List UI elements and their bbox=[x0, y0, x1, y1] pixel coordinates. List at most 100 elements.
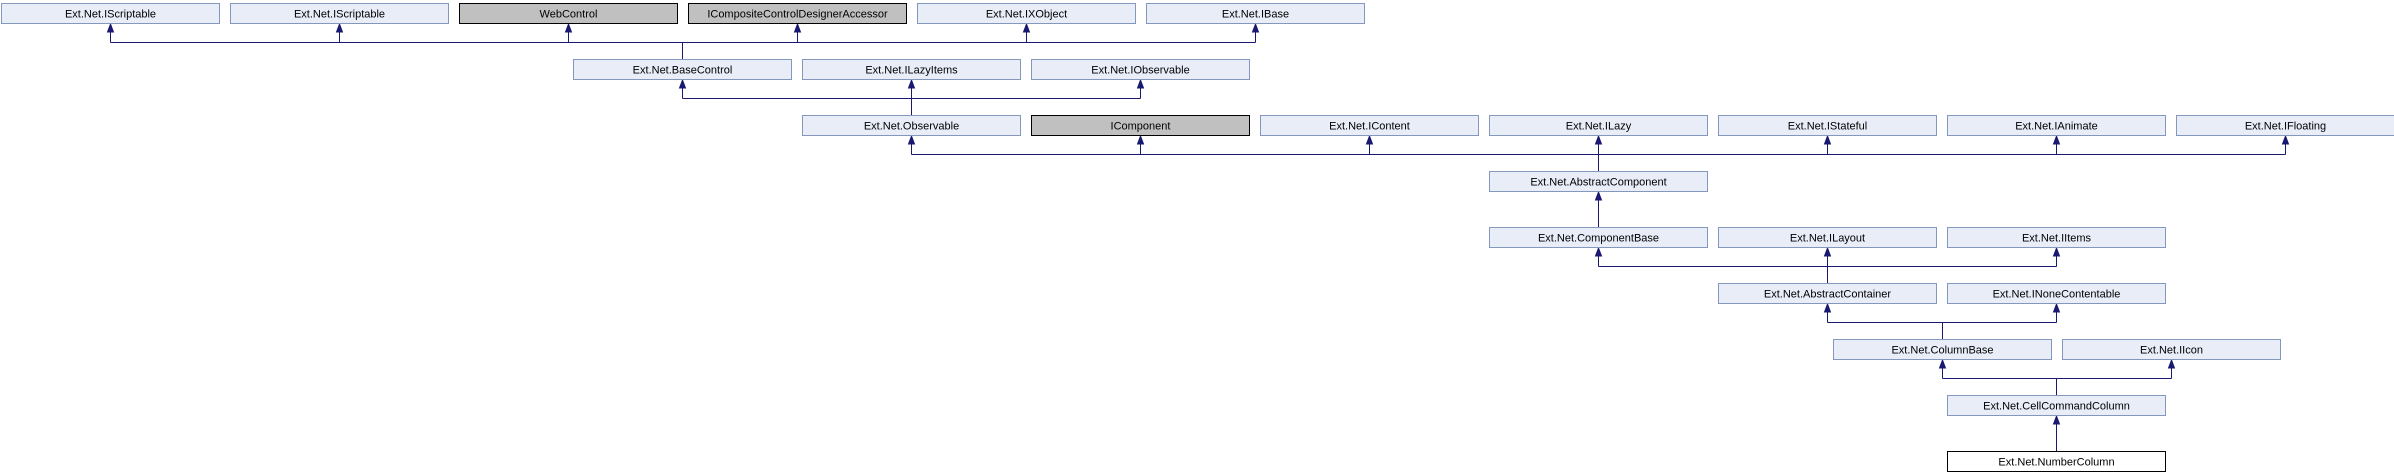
class-node-cellcommandcolumn[interactable]: Ext.Net.CellCommandColumn bbox=[1947, 395, 2166, 416]
class-node-ianimate[interactable]: Ext.Net.IAnimate bbox=[1947, 115, 2166, 136]
class-node-inonecontentable[interactable]: Ext.Net.INoneContentable bbox=[1947, 283, 2166, 304]
class-node-ilazyitems[interactable]: Ext.Net.ILazyItems bbox=[802, 59, 1021, 80]
class-node-numbercolumn[interactable]: Ext.Net.NumberColumn bbox=[1947, 451, 2166, 472]
edge-arrowhead bbox=[1594, 190, 1603, 201]
class-node-box bbox=[573, 59, 792, 80]
class-node-iicon[interactable]: Ext.Net.IIcon bbox=[2062, 339, 2281, 360]
edge-arrowhead bbox=[1594, 134, 1603, 145]
class-node-label: Ext.Net.IFloating bbox=[2245, 121, 2326, 133]
class-node-ilayout[interactable]: Ext.Net.ILayout bbox=[1718, 227, 1937, 248]
edge-arrowhead bbox=[2281, 134, 2290, 145]
edge-arrowhead bbox=[1594, 246, 1603, 257]
class-node-box bbox=[230, 3, 449, 24]
class-node-label: Ext.Net.IItems bbox=[2022, 233, 2092, 245]
class-node-label: Ext.Net.IScriptable bbox=[65, 9, 156, 21]
edge-arrowhead bbox=[907, 78, 916, 89]
class-node-label: Ext.Net.ILayout bbox=[1790, 233, 1865, 245]
class-node-label: Ext.Net.IBase bbox=[1222, 9, 1289, 21]
class-node-label: Ext.Net.IScriptable bbox=[294, 9, 385, 21]
class-node-label: Ext.Net.NumberColumn bbox=[1998, 457, 2114, 469]
class-node-box bbox=[1031, 115, 1250, 136]
class-node-box bbox=[1947, 227, 2166, 248]
class-node-label: Ext.Net.AbstractContainer bbox=[1764, 289, 1892, 301]
class-node-label: Ext.Net.BaseControl bbox=[633, 65, 733, 77]
class-node-box bbox=[459, 3, 678, 24]
edge-arrowhead bbox=[907, 134, 916, 145]
edge-arrowhead bbox=[2052, 246, 2061, 257]
class-node-box bbox=[1146, 3, 1365, 24]
class-node-label: WebControl bbox=[540, 9, 598, 21]
class-node-iobservable[interactable]: Ext.Net.IObservable bbox=[1031, 59, 1250, 80]
class-node-label: Ext.Net.IContent bbox=[1329, 121, 1410, 133]
class-node-icontent[interactable]: Ext.Net.IContent bbox=[1260, 115, 1479, 136]
edge-arrowhead bbox=[2052, 414, 2061, 425]
class-node-box bbox=[688, 3, 907, 24]
edge-arrowhead bbox=[1823, 134, 1832, 145]
class-node-label: Ext.Net.ILazyItems bbox=[865, 65, 958, 77]
edge-arrowhead bbox=[2052, 302, 2061, 313]
edge-arrowhead bbox=[1823, 302, 1832, 313]
class-node-box bbox=[1489, 171, 1708, 192]
edge-arrowhead bbox=[1136, 134, 1145, 145]
class-node-ilazy[interactable]: Ext.Net.ILazy bbox=[1489, 115, 1708, 136]
class-node-box bbox=[1031, 59, 1250, 80]
class-nodes: Ext.Net.IScriptable Ext.Net.IScriptable We… bbox=[1, 3, 2394, 472]
class-node-icomponent[interactable]: IComponent bbox=[1031, 115, 1250, 136]
class-node-iscriptable2[interactable]: Ext.Net.IScriptable bbox=[230, 3, 449, 24]
class-node-box bbox=[802, 59, 1021, 80]
class-node-box bbox=[2062, 339, 2281, 360]
class-node-box bbox=[1947, 395, 2166, 416]
class-node-iscriptable1[interactable]: Ext.Net.IScriptable bbox=[1, 3, 220, 24]
class-node-label: Ext.Net.IObservable bbox=[1091, 65, 1189, 77]
edge-arrowhead bbox=[1136, 78, 1145, 89]
class-node-label: Ext.Net.Observable bbox=[864, 121, 959, 133]
edge-arrowhead bbox=[335, 22, 344, 33]
edge-arrowhead bbox=[2052, 134, 2061, 145]
edge-arrowhead bbox=[793, 22, 802, 33]
class-node-abstractcontainer[interactable]: Ext.Net.AbstractContainer bbox=[1718, 283, 1937, 304]
class-node-box bbox=[1833, 339, 2052, 360]
class-node-label: Ext.Net.ColumnBase bbox=[1891, 345, 1993, 357]
class-node-ibase[interactable]: Ext.Net.IBase bbox=[1146, 3, 1365, 24]
edge-arrowhead bbox=[1022, 22, 1031, 33]
class-node-box bbox=[2176, 115, 2394, 136]
edge-arrowhead bbox=[1365, 134, 1374, 145]
class-node-box bbox=[1718, 115, 1937, 136]
class-node-box bbox=[1489, 227, 1708, 248]
class-node-label: Ext.Net.IIcon bbox=[2140, 345, 2203, 357]
class-node-observable[interactable]: Ext.Net.Observable bbox=[802, 115, 1021, 136]
class-node-box bbox=[1718, 283, 1937, 304]
class-node-box bbox=[1947, 115, 2166, 136]
class-node-label: Ext.Net.IStateful bbox=[1788, 121, 1867, 133]
class-node-box bbox=[1, 3, 220, 24]
class-node-box bbox=[1489, 115, 1708, 136]
edge-arrowhead bbox=[678, 78, 687, 89]
class-node-box bbox=[1260, 115, 1479, 136]
class-node-basecontrol[interactable]: Ext.Net.BaseControl bbox=[573, 59, 792, 80]
class-node-istateful[interactable]: Ext.Net.IStateful bbox=[1718, 115, 1937, 136]
class-node-ixobject[interactable]: Ext.Net.IXObject bbox=[917, 3, 1136, 24]
class-node-label: Ext.Net.CellCommandColumn bbox=[1983, 401, 2130, 413]
edge-arrowhead bbox=[1938, 358, 1947, 369]
edge-arrowhead bbox=[2167, 358, 2176, 369]
edge-arrowhead bbox=[1251, 22, 1260, 33]
class-node-label: Ext.Net.INoneContentable bbox=[1993, 289, 2121, 301]
class-node-columnbase[interactable]: Ext.Net.ColumnBase bbox=[1833, 339, 2052, 360]
class-node-componentbase[interactable]: Ext.Net.ComponentBase bbox=[1489, 227, 1708, 248]
edge-arrowhead bbox=[106, 22, 115, 33]
class-node-box bbox=[1718, 227, 1937, 248]
class-node-abstractcomponent[interactable]: Ext.Net.AbstractComponent bbox=[1489, 171, 1708, 192]
class-node-iitems[interactable]: Ext.Net.IItems bbox=[1947, 227, 2166, 248]
inheritance-edges bbox=[106, 22, 2290, 451]
class-node-box bbox=[1947, 283, 2166, 304]
class-node-ifloating[interactable]: Ext.Net.IFloating bbox=[2176, 115, 2394, 136]
class-node-label: Ext.Net.IXObject bbox=[986, 9, 1067, 21]
class-node-icompositedesigner[interactable]: ICompositeControlDesignerAccessor bbox=[688, 3, 907, 24]
class-node-label: Ext.Net.AbstractComponent bbox=[1530, 177, 1666, 189]
class-node-label: Ext.Net.IAnimate bbox=[2015, 121, 2098, 133]
class-node-webcontrol[interactable]: WebControl bbox=[459, 3, 678, 24]
class-node-label: ICompositeControlDesignerAccessor bbox=[707, 9, 888, 21]
class-node-box bbox=[917, 3, 1136, 24]
class-node-label: Ext.Net.ComponentBase bbox=[1538, 233, 1659, 245]
